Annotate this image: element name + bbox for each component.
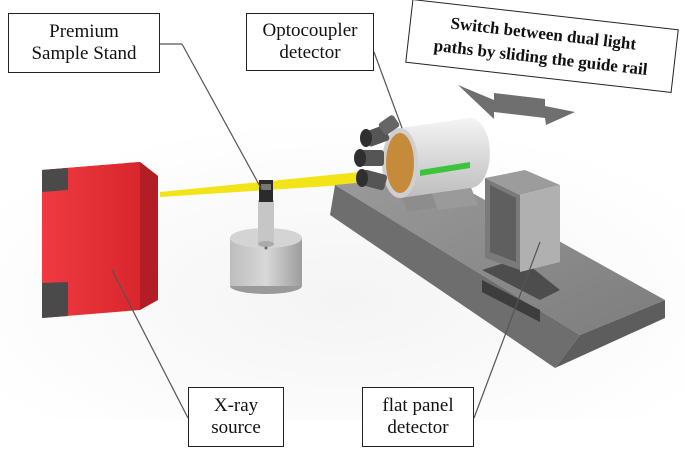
label-line: Optocoupler	[262, 20, 358, 41]
xray-source-box	[42, 162, 158, 318]
green-light-path	[420, 162, 470, 176]
label-premium-sample-stand: Premium Sample Stand	[8, 13, 160, 73]
lens-barrel	[356, 169, 387, 191]
optocoupler-detector	[354, 115, 490, 212]
label-line: detector	[387, 417, 449, 438]
label-optocoupler-detector: Optocoupler detector	[246, 13, 374, 71]
label-xray-source: X-ray source	[188, 387, 284, 447]
sample-stand	[230, 180, 302, 294]
leader-line	[111, 269, 189, 419]
label-line: Sample Stand	[31, 43, 137, 64]
lens-barrel	[354, 149, 384, 167]
label-line: source	[211, 417, 261, 438]
leader-line	[181, 43, 263, 191]
label-line: flat panel	[382, 395, 454, 416]
rail-slot	[482, 258, 560, 300]
lens-barrel	[378, 115, 400, 135]
double-headed-arrow-icon	[458, 85, 575, 125]
label-line: X-ray	[213, 395, 259, 416]
label-flat-panel-detector: flat panel detector	[362, 387, 474, 447]
xray-corner-block	[42, 168, 68, 192]
flat-panel-detector	[485, 170, 560, 272]
label-line: detector	[279, 42, 341, 63]
xray-corner-block	[42, 282, 68, 318]
leader-line	[373, 51, 403, 129]
label-line: Premium	[49, 21, 119, 42]
leader-line	[473, 241, 541, 419]
